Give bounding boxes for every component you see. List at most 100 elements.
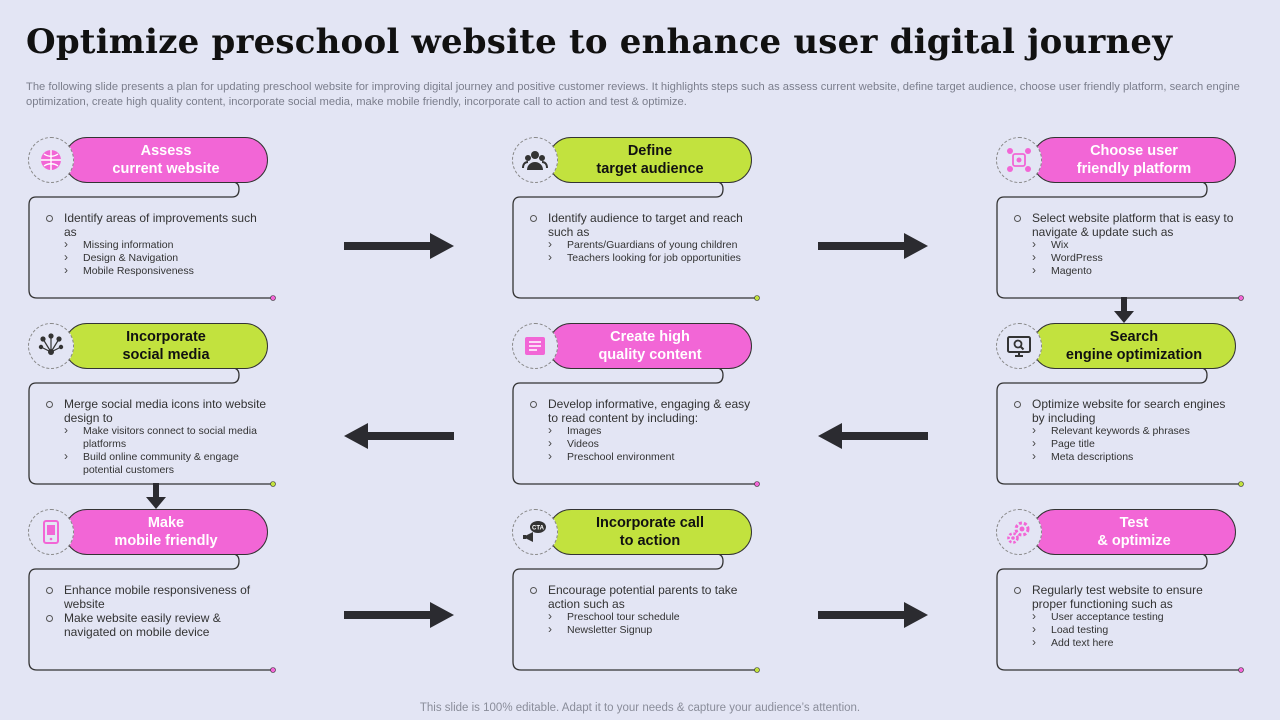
bullet-item: Identify areas of improvements such as	[42, 211, 272, 239]
step-description: Regularly test website to ensure proper …	[1010, 583, 1240, 650]
step-title-line2: mobile friendly	[114, 533, 218, 549]
sub-bullet-item: Page title	[1010, 437, 1240, 451]
step-title-line2: target audience	[596, 161, 704, 177]
sub-bullet-item: Design & Navigation	[42, 251, 272, 265]
sub-bullet-item: Relevant keywords & phrases	[1010, 424, 1240, 438]
sub-bullet-item: Wix	[1010, 238, 1240, 252]
sub-bullet-item: Mobile Responsiveness	[42, 264, 272, 278]
step-description: Merge social media icons into website de…	[42, 397, 272, 477]
cta-megaphone-icon: CTA	[523, 521, 546, 542]
page-title: Optimize preschool website to enhance us…	[26, 22, 1173, 62]
step-title-line1: Define	[627, 143, 673, 159]
audience-icon	[522, 151, 548, 170]
step-icon-holder	[28, 137, 74, 183]
step-title-line2: current website	[112, 161, 220, 177]
step-title-line2: engine optimization	[1065, 347, 1203, 363]
step-title-line2: quality content	[598, 347, 702, 363]
globe-icon	[41, 150, 61, 170]
step-icon-holder	[512, 323, 558, 369]
step-title-line1: Assess	[140, 143, 192, 159]
step-description: Develop informative, engaging & easy to …	[526, 397, 756, 464]
card-frame	[996, 553, 1244, 673]
bullet-item: Encourage potential parents to take acti…	[526, 583, 756, 611]
sub-bullet-item: Load testing	[1010, 623, 1240, 637]
platform-network-icon	[1007, 148, 1031, 172]
step-title-line1: Incorporate call	[596, 515, 704, 531]
sub-bullet-item: Preschool environment	[526, 450, 756, 464]
step-title: Create high quality content	[548, 323, 752, 369]
flow-arrow-right	[818, 233, 928, 259]
step-title: Make mobile friendly	[64, 509, 268, 555]
step-icon-holder	[28, 509, 74, 555]
card-frame	[28, 181, 276, 301]
sub-bullet-item: Missing information	[42, 238, 272, 252]
bullet-item: Enhance mobile responsiveness of website	[42, 583, 272, 611]
bullet-item: Make website easily review & navigated o…	[42, 611, 272, 639]
sub-bullet-item: Videos	[526, 437, 756, 451]
content-icon	[525, 337, 545, 355]
step-icon-holder	[28, 323, 74, 369]
step-title-line1: Test	[1119, 515, 1149, 531]
flow-arrow-down	[1114, 297, 1134, 323]
step-title-line2: & optimize	[1097, 533, 1171, 549]
step-description: Identify audience to target and reach su…	[526, 211, 756, 265]
step-description: Optimize website for search engines by i…	[1010, 397, 1240, 464]
flow-arrow-right	[344, 602, 454, 628]
card-frame	[28, 367, 276, 487]
step-icon-holder	[996, 137, 1042, 183]
bullet-item: Develop informative, engaging & easy to …	[526, 397, 756, 425]
sub-bullet-item: Build online community & engage potentia…	[42, 450, 272, 477]
mobile-icon	[43, 520, 59, 544]
step-icon-holder	[996, 509, 1042, 555]
step-description: Enhance mobile responsiveness of website…	[42, 583, 272, 639]
sub-bullet-item: User acceptance testing	[1010, 610, 1240, 624]
step-description: Identify areas of improvements such asMi…	[42, 211, 272, 278]
svg-text:CTA: CTA	[532, 526, 545, 532]
bullet-item: Optimize website for search engines by i…	[1010, 397, 1240, 425]
step-icon-holder	[996, 323, 1042, 369]
social-network-icon	[38, 333, 64, 355]
sub-bullet-item: Images	[526, 424, 756, 438]
sub-bullet-item: Teachers looking for job opportunities	[526, 251, 756, 265]
step-description: Encourage potential parents to take acti…	[526, 583, 756, 637]
step-title-line2: to action	[619, 533, 681, 549]
step-title: Test & optimize	[1032, 509, 1236, 555]
bullet-item: Identify audience to target and reach su…	[526, 211, 756, 239]
sub-bullet-item: Meta descriptions	[1010, 450, 1240, 464]
sub-bullet-item: Parents/Guardians of young children	[526, 238, 756, 252]
step-icon-holder	[512, 137, 558, 183]
card-frame	[996, 367, 1244, 487]
step-title: Define target audience	[548, 137, 752, 183]
step-icon-holder: CTA	[512, 509, 558, 555]
step-title: Incorporate call to action	[548, 509, 752, 555]
step-title-line1: Create high	[610, 329, 690, 345]
bullet-item: Select website platform that is easy to …	[1010, 211, 1240, 239]
card-frame	[512, 553, 760, 673]
footer-note: This slide is 100% editable. Adapt it to…	[419, 702, 861, 714]
step-title: Assess current website	[64, 137, 268, 183]
step-title-line1: Make	[147, 515, 185, 531]
flow-arrow-left	[344, 423, 454, 449]
card-frame	[512, 367, 760, 487]
step-title-line1: Choose user	[1090, 143, 1178, 159]
card-frame	[996, 181, 1244, 301]
sub-bullet-item: Preschool tour schedule	[526, 610, 756, 624]
page-subtitle: The following slide presents a plan for …	[26, 81, 1240, 108]
sub-bullet-item: Make visitors connect to social media pl…	[42, 424, 272, 451]
bullet-item: Regularly test website to ensure proper …	[1010, 583, 1240, 611]
sub-bullet-item: Add text here	[1010, 636, 1240, 650]
card-frame	[28, 553, 276, 673]
sub-bullet-item: WordPress	[1010, 251, 1240, 265]
flow-arrow-right	[818, 602, 928, 628]
flow-arrow-left	[818, 423, 928, 449]
